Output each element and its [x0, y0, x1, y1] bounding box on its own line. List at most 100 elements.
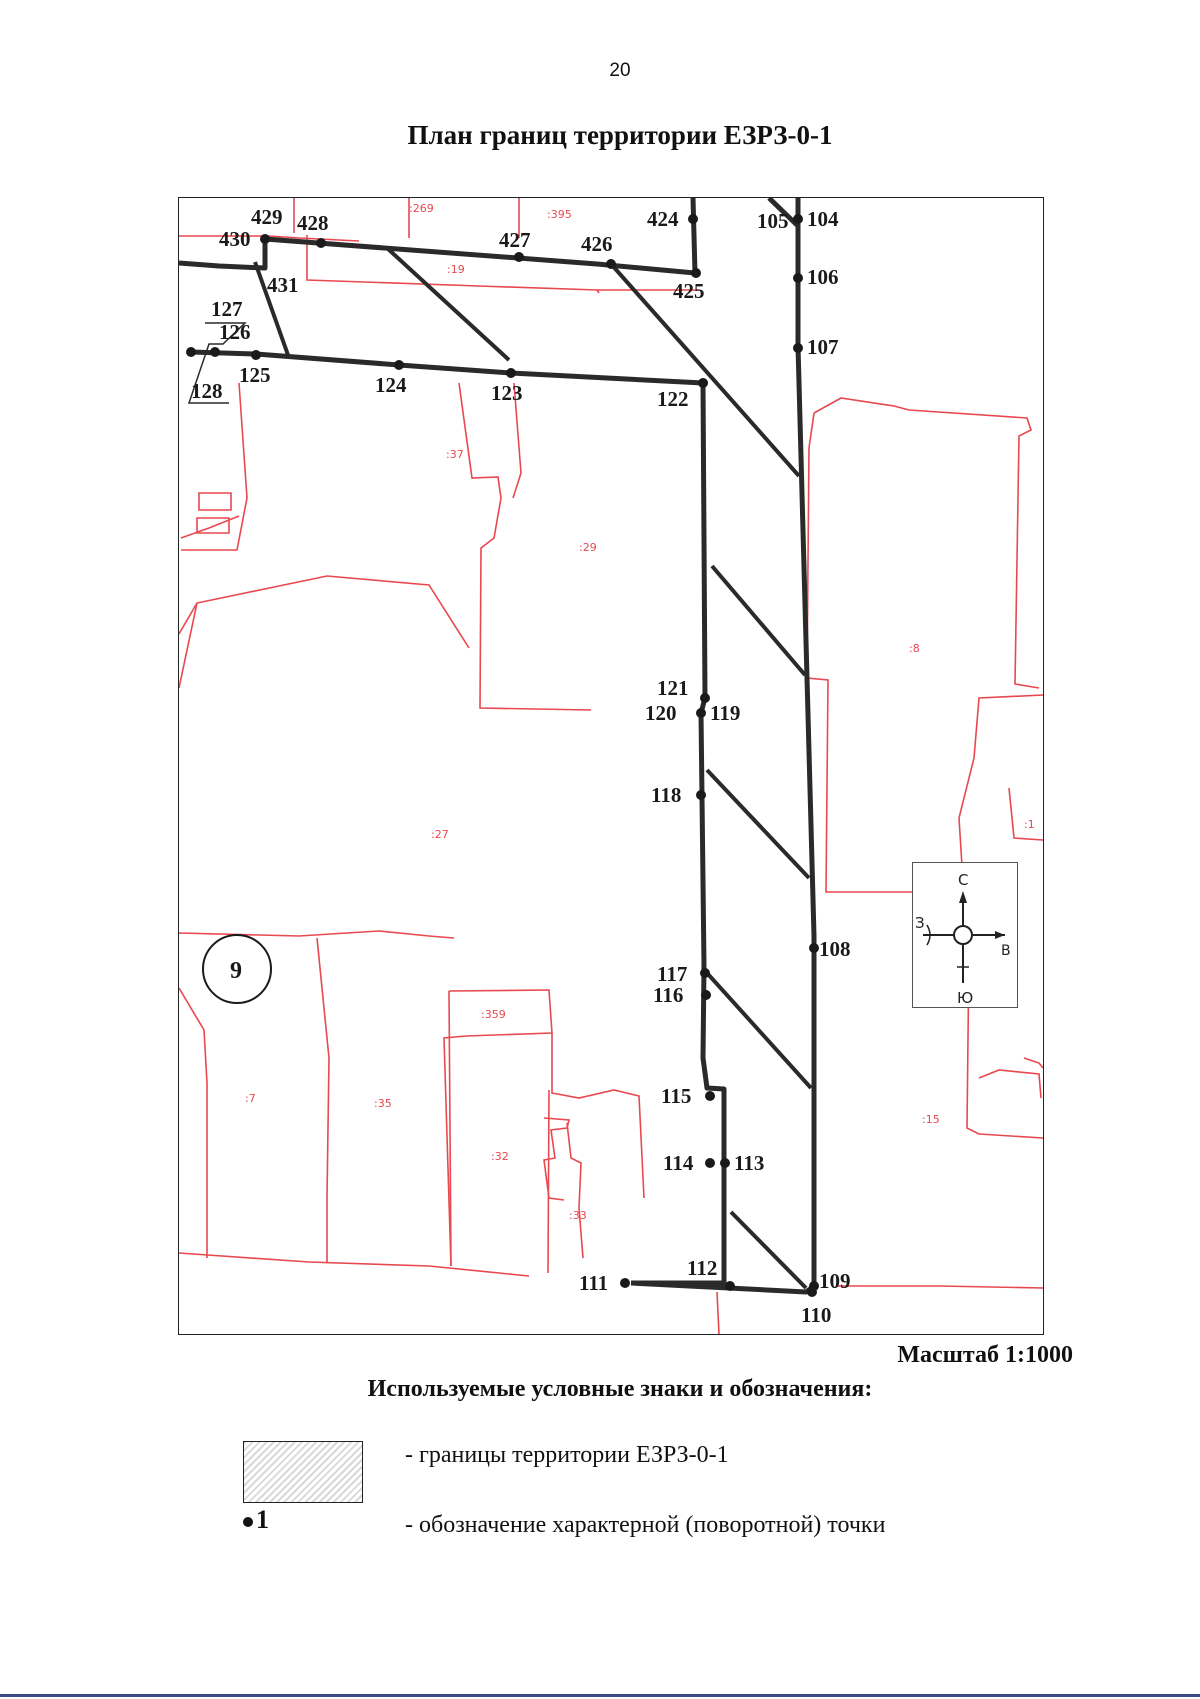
point-429	[260, 234, 270, 244]
parcel-line	[179, 235, 360, 242]
parcel-labels: :269 :395 :19 :37 :29 :8 :27 :1 :359 :7 …	[245, 202, 1035, 1222]
parcel-label: :7	[245, 1092, 256, 1105]
point-111	[620, 1278, 630, 1288]
point-label: 109	[819, 1269, 851, 1293]
point-123	[506, 368, 516, 378]
point-label: 115	[661, 1084, 691, 1108]
parcel-line	[551, 1033, 645, 1199]
point-label: 104	[807, 207, 839, 231]
parcel-label: :33	[569, 1209, 587, 1222]
parcel-line	[179, 930, 455, 939]
point-label: 425	[673, 279, 705, 303]
parcel-line	[179, 1252, 530, 1277]
point-109	[809, 1281, 819, 1291]
parcel-line	[978, 1069, 1042, 1099]
point-label: 116	[653, 983, 683, 1007]
point-label: 120	[645, 701, 677, 725]
point-label: 125	[239, 363, 271, 387]
point-label: 111	[579, 1271, 608, 1295]
point-119	[696, 708, 706, 718]
compass: С Ю З В	[912, 862, 1018, 1008]
parcel-line	[443, 1035, 467, 1267]
legend-point-label: - обозначение характерной (поворотной) т…	[405, 1512, 886, 1538]
parcel-line	[716, 1285, 1043, 1334]
parcel-line	[316, 937, 330, 1262]
point-label: 121	[657, 676, 689, 700]
parcel-line	[458, 382, 592, 711]
point-118	[696, 790, 706, 800]
parcel-line	[181, 382, 248, 551]
point-122	[698, 378, 708, 388]
parcel-line	[566, 1122, 584, 1259]
point-121	[700, 693, 710, 703]
parcel-label: :37	[446, 448, 464, 461]
boundary-hatching	[253, 246, 813, 1290]
point-label: 124	[375, 373, 407, 397]
parcel-label: :8	[909, 642, 920, 655]
map-canvas: :269 :395 :19 :37 :29 :8 :27 :1 :359 :7 …	[179, 198, 1043, 1334]
compass-south: Ю	[957, 989, 973, 1007]
point-426	[606, 259, 616, 269]
zone-marker	[202, 934, 272, 1004]
parcel-line	[196, 517, 230, 534]
parcel-line	[293, 198, 699, 291]
point-label: 427	[499, 228, 531, 252]
point-label: 107	[807, 335, 839, 359]
point-106	[793, 273, 803, 283]
legend-boundary-swatch	[243, 1441, 363, 1503]
point-dot-icon	[243, 1517, 253, 1528]
compass-east: В	[1001, 943, 1011, 959]
point-label: 426	[581, 232, 613, 256]
point-label: 113	[734, 1151, 764, 1175]
point-424	[688, 214, 698, 224]
parcel-line	[1023, 1057, 1043, 1069]
parcel-label: :29	[579, 541, 597, 554]
hatch-line	[705, 971, 813, 1090]
compass-north: С	[958, 871, 968, 889]
hatch-line	[609, 262, 801, 478]
parcel-label: :15	[922, 1113, 940, 1126]
point-117	[700, 968, 710, 978]
point-127	[186, 347, 196, 357]
hatch-line	[710, 564, 807, 677]
parcel-label: :1	[1024, 818, 1035, 831]
legend-point-symbol: 1	[243, 1505, 269, 1535]
point-104	[793, 214, 803, 224]
boundary-diag-east	[767, 198, 800, 228]
parcel-line	[1008, 787, 1043, 841]
parcel-label: :395	[547, 208, 572, 221]
parcel-label: :269	[409, 202, 434, 215]
point-label: 428	[297, 211, 329, 235]
hatch-line	[705, 768, 811, 880]
parcel-line	[180, 515, 240, 539]
parcel-label: :35	[374, 1097, 392, 1110]
boundary-east	[795, 198, 817, 1292]
point-label: 117	[657, 962, 687, 986]
parcel-line	[547, 1089, 550, 1274]
boundary-main	[264, 198, 698, 276]
hatch-line	[385, 246, 511, 362]
parcel-line	[512, 382, 522, 499]
point-114	[705, 1158, 715, 1168]
point-425	[691, 268, 701, 278]
point-label: 424	[647, 207, 679, 231]
zone-number: 9	[230, 958, 242, 984]
parcel-line	[448, 989, 553, 1037]
point-125	[251, 350, 261, 360]
page-number: 20	[609, 60, 631, 81]
map: :269 :395 :19 :37 :29 :8 :27 :1 :359 :7 …	[178, 197, 1044, 1335]
point-116	[701, 990, 711, 1000]
parcel-line	[179, 602, 198, 635]
point-126	[210, 347, 220, 357]
turning-points	[186, 214, 819, 1297]
point-label: 431	[267, 273, 299, 297]
point-labels: 429 430 428 427 426 424 425 105 104 106 …	[191, 205, 851, 1327]
hatch-line	[253, 261, 290, 356]
parcel-label: :359	[481, 1008, 506, 1021]
point-label: 108	[819, 937, 851, 961]
point-label: 112	[687, 1256, 717, 1280]
parcel-line	[198, 492, 232, 511]
map-scale: Масштаб 1:1000	[897, 1342, 1073, 1368]
parcel-line	[408, 198, 520, 238]
point-108	[809, 943, 819, 953]
